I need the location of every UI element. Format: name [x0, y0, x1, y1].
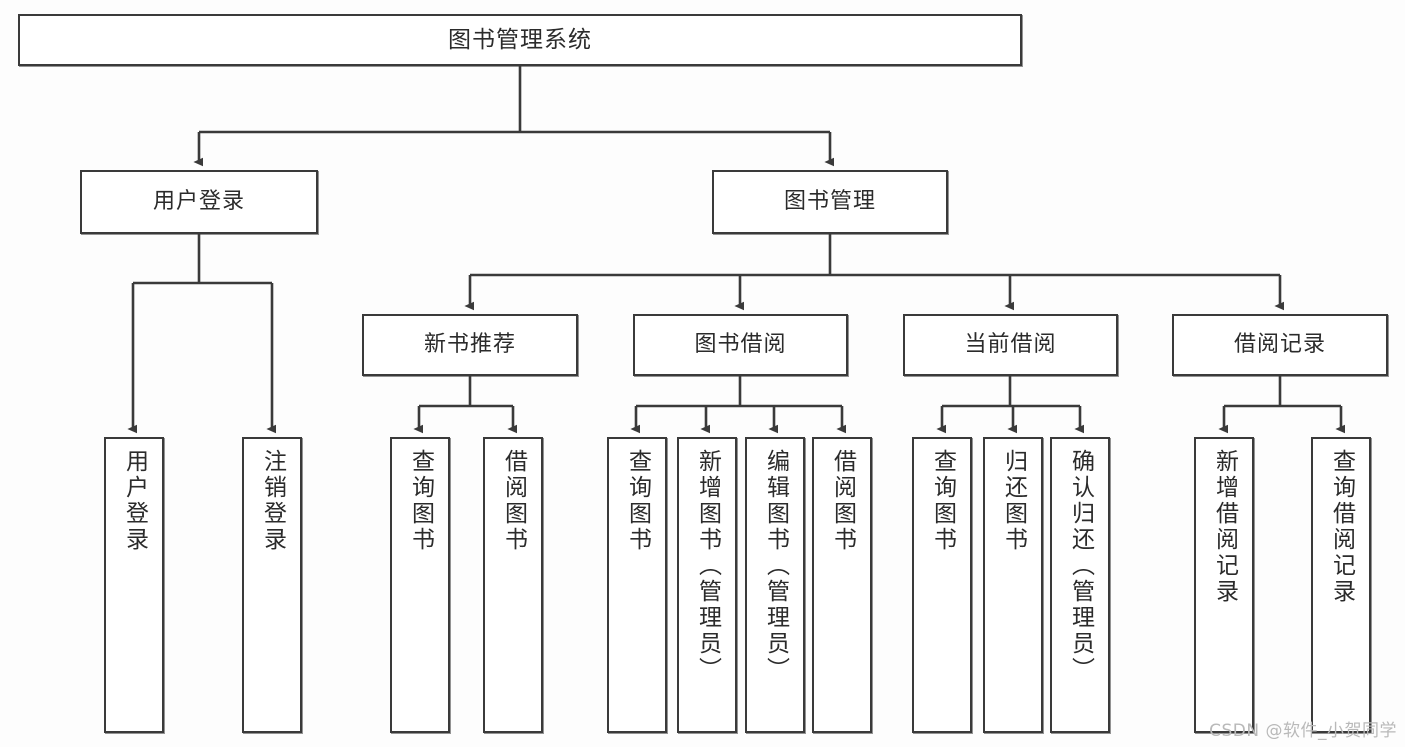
- node-label: 当前借阅: [964, 332, 1057, 358]
- node-label: 查询图书: [929, 449, 956, 553]
- node-label: 注销登录: [259, 449, 286, 553]
- node-label: 归还图书: [1000, 449, 1027, 553]
- leaf-borrow-book-1[interactable]: 借阅图书: [483, 437, 543, 733]
- node-label: 借阅图书: [829, 449, 856, 553]
- node-book-management[interactable]: 图书管理: [712, 170, 948, 234]
- leaf-borrow-book-2[interactable]: 借阅图书: [812, 437, 872, 733]
- node-label: 查询图书: [624, 449, 651, 553]
- node-label: 确认归还（管理员）: [1067, 449, 1094, 683]
- leaf-query-book-3[interactable]: 查询图书: [912, 437, 972, 733]
- node-user-login[interactable]: 用户登录: [80, 170, 318, 234]
- leaf-query-book-1[interactable]: 查询图书: [390, 437, 450, 733]
- leaf-query-record[interactable]: 查询借阅记录: [1311, 437, 1371, 733]
- node-label: 编辑图书（管理员）: [762, 449, 789, 683]
- node-label: 用户登录: [152, 189, 245, 215]
- leaf-query-book-2[interactable]: 查询图书: [607, 437, 667, 733]
- node-label: 图书借阅: [694, 332, 787, 358]
- node-current-borrow[interactable]: 当前借阅: [903, 314, 1118, 376]
- node-label: 图书管理系统: [448, 26, 592, 53]
- node-label: 查询图书: [407, 449, 434, 553]
- leaf-user-logout[interactable]: 注销登录: [242, 437, 302, 733]
- watermark-text: CSDN @软件_小贺同学: [1209, 721, 1397, 741]
- leaf-edit-book[interactable]: 编辑图书（管理员）: [745, 437, 805, 733]
- node-label: 用户登录: [121, 449, 148, 553]
- node-label: 图书管理: [783, 189, 876, 215]
- node-label: 借阅图书: [500, 449, 527, 553]
- leaf-add-record[interactable]: 新增借阅记录: [1194, 437, 1254, 733]
- node-borrow-record[interactable]: 借阅记录: [1172, 314, 1388, 376]
- node-book-borrow[interactable]: 图书借阅: [633, 314, 848, 376]
- node-new-book-recommend[interactable]: 新书推荐: [362, 314, 578, 376]
- node-root-system[interactable]: 图书管理系统: [18, 14, 1022, 66]
- leaf-confirm-return[interactable]: 确认归还（管理员）: [1050, 437, 1110, 733]
- node-label: 新书推荐: [423, 332, 516, 358]
- leaf-add-book[interactable]: 新增图书（管理员）: [677, 437, 737, 733]
- node-label: 新增图书（管理员）: [694, 449, 721, 683]
- node-label: 新增借阅记录: [1211, 449, 1238, 605]
- leaf-user-login[interactable]: 用户登录: [104, 437, 164, 733]
- leaf-return-book[interactable]: 归还图书: [983, 437, 1043, 733]
- node-label: 查询借阅记录: [1328, 449, 1355, 605]
- node-label: 借阅记录: [1233, 332, 1326, 358]
